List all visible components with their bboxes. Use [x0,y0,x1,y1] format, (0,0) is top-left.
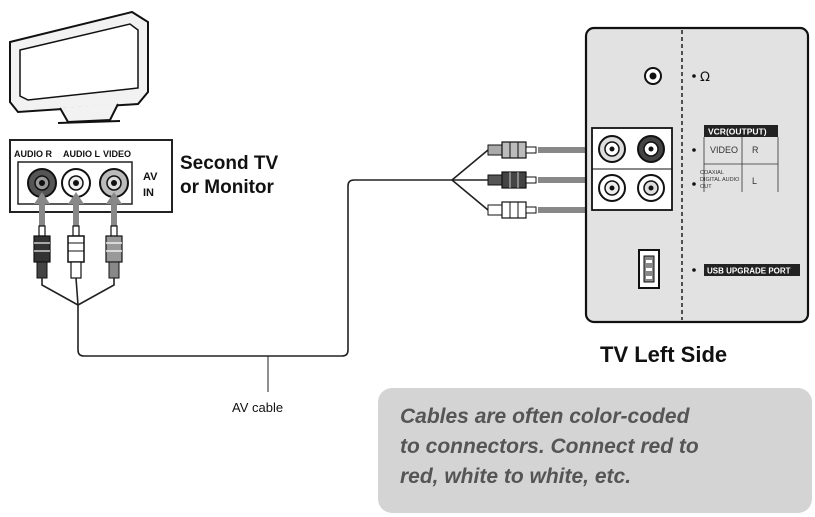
audio-r-out-jack [637,135,665,163]
rca-plug-red [33,225,51,279]
second-tv-line-2: or Monitor [180,177,274,198]
rca-plug-white-right [487,201,537,219]
r-out-label: R [752,145,759,155]
l-out-label: L [752,176,757,186]
rca-plug-video-right [487,141,537,159]
rca-plug-yellow [105,225,123,279]
av-in-panel: AUDIO R AUDIO L VIDEO AV IN [9,139,173,226]
coaxial-label-1: COAXIAL [700,170,724,176]
vcr-output-tag [704,125,778,137]
rca-plug-white [67,225,85,279]
port-label-audio-l: AUDIO L [63,149,101,159]
port-label-audio-r: AUDIO R [14,149,53,159]
coaxial-label-3: OUT [700,184,712,190]
right-rca-plugs [487,141,537,219]
video-out-label: VIDEO [710,145,738,155]
vcr-output-label: VCR(OUTPUT) [708,127,767,137]
insert-arrows-left [34,192,122,226]
usb-upgrade-label: USB UPGRADE PORT [707,267,791,276]
coaxial-jack [598,174,626,202]
av-cable-label: AV cable [232,400,284,415]
second-tv-title: Second TV or Monitor [180,152,278,200]
usb-port [638,249,660,289]
video-out-jack [598,135,626,163]
tv-side-panel: Ω VCR(OUTPUT) VIDEO R L [584,26,810,324]
audio-l-jack [61,168,91,198]
coaxial-label-2: DIGITAL AUDIO [700,177,740,183]
tv-left-side-caption: TV Left Side [600,342,728,367]
second-tv-line-1: Second TV [180,153,279,174]
note-box: Cables are often color-coded to connecto… [378,388,812,513]
note-text: Cables are often color-coded to connecto… [400,405,699,488]
port-label-video: VIDEO [103,149,131,159]
headphone-icon: Ω [700,70,710,85]
left-rca-plugs [33,225,123,279]
usb-upgrade-tag [704,264,800,276]
video-jack [99,168,129,198]
audio-l-out-jack [637,174,665,202]
av-label: AV [143,171,158,183]
av-cable [41,149,489,392]
tv-monitor-icon [9,10,149,124]
rca-plug-red-right [487,171,537,189]
in-label: IN [143,187,154,199]
headphone-jack [644,67,662,85]
